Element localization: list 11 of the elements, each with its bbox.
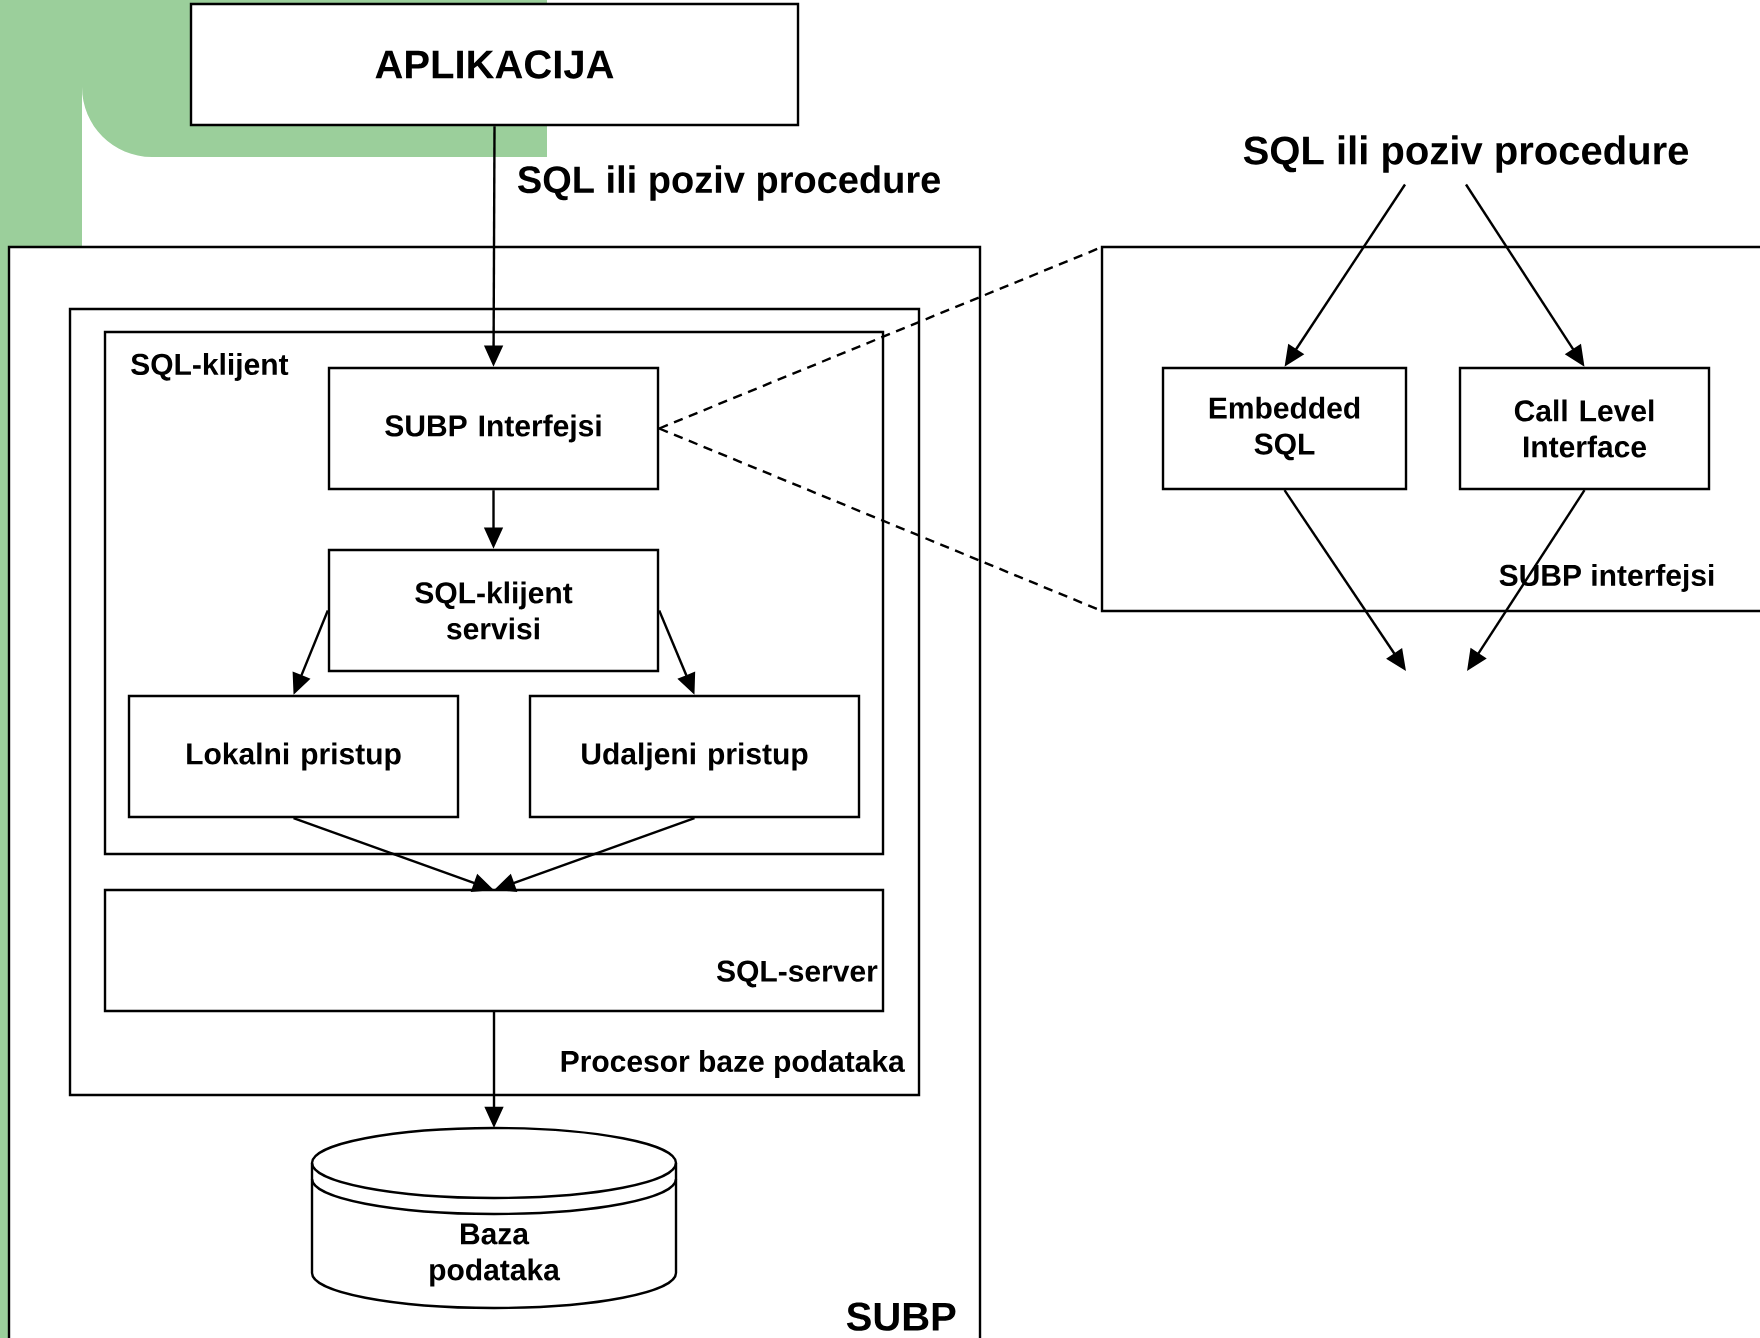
server-box: SQL-server [103, 888, 885, 1013]
database-cylinder: Baza podataka [310, 1126, 678, 1310]
process-box: Udaljeni pristup [528, 694, 861, 819]
process-box: Lokalni pristup [127, 694, 460, 819]
process-box: SQL-klijent servisi [327, 548, 660, 673]
app-box: APLIKACIJA [189, 2, 800, 127]
process-box: SUBP Interfejsi [327, 366, 660, 491]
process-box: Call Level Interface [1458, 366, 1711, 491]
process-box: Embedded SQL [1161, 366, 1408, 491]
edge-label: SQL ili poziv procedure [514, 162, 944, 204]
flow-label: SQL ili poziv procedure [1243, 135, 1689, 173]
